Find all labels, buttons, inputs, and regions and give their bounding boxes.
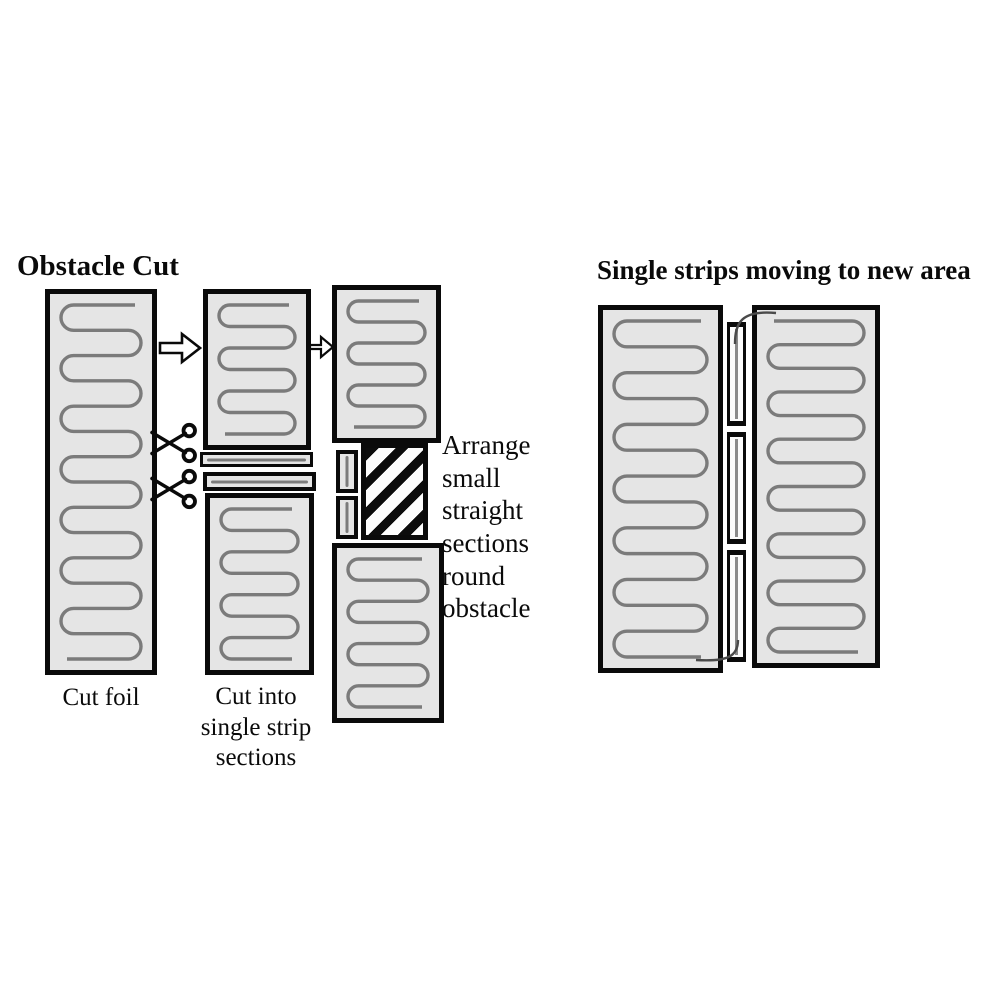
heating-wire xyxy=(346,299,427,429)
foil-panel-bottom-section xyxy=(205,493,314,675)
heating-wire xyxy=(207,458,306,461)
small-straight-section xyxy=(336,496,358,539)
foil-panel-new-area xyxy=(752,305,880,668)
single-strip-segment xyxy=(727,322,746,426)
heating-wire xyxy=(612,319,709,659)
heating-wire xyxy=(219,507,300,661)
heating-wire xyxy=(217,303,297,436)
scissors-icon xyxy=(150,422,197,464)
arrow-right-icon xyxy=(158,331,202,365)
obstacle-hatched-box xyxy=(361,443,428,540)
cut-strip xyxy=(203,472,316,491)
heating-wire xyxy=(345,456,349,487)
foil-panel-below-obstacle xyxy=(332,543,444,723)
heating-wire xyxy=(735,439,739,537)
heating-wire xyxy=(346,557,430,709)
single-strip-segment xyxy=(727,432,746,544)
arrange-sections-label: Arrange small straight sections round ob… xyxy=(442,430,531,624)
heating-wire xyxy=(735,329,739,419)
cut-foil-label: Cut foil xyxy=(62,684,140,711)
moving-strips-title: Single strips moving to new area xyxy=(597,255,971,285)
heating-wire xyxy=(735,557,739,655)
small-straight-section xyxy=(336,450,358,493)
scissors-icon xyxy=(150,468,197,510)
heating-wire xyxy=(211,480,308,483)
foil-panel-full xyxy=(45,289,157,675)
obstacle-cut-title: Obstacle Cut xyxy=(17,250,179,282)
foil-panel-top-section xyxy=(203,289,311,450)
foil-panel-above-obstacle xyxy=(332,285,441,443)
arrow-right-icon xyxy=(309,334,335,360)
heating-wire xyxy=(766,319,866,654)
cut-into-label: Cut into single strip sections xyxy=(200,683,312,771)
foil-panel-left-area xyxy=(598,305,723,673)
wire-connector-curves xyxy=(695,311,777,662)
heating-wire xyxy=(345,502,349,533)
heating-wire xyxy=(59,303,143,661)
single-strip-segment xyxy=(727,550,746,662)
cut-strip xyxy=(200,452,313,467)
